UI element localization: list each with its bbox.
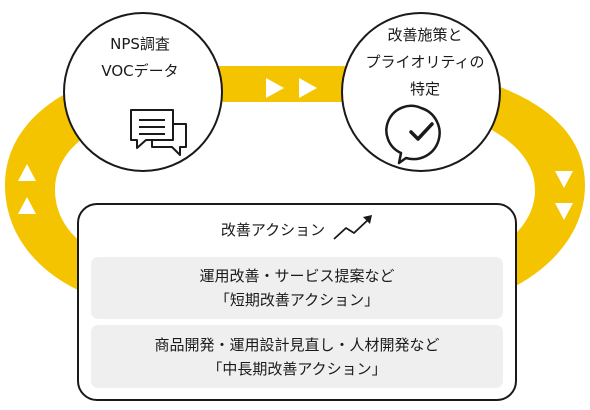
item-line1: 運用改善・サービス提案など <box>199 267 395 285</box>
panel-title-text: 改善アクション <box>220 221 326 239</box>
trend-up-arrow-icon <box>333 215 372 240</box>
improvement-panel: 改善アクション 運用改善・サービス提案など 「短期改善アクション」 商品開発・運… <box>77 203 517 401</box>
up-triangle-icon <box>18 197 36 214</box>
short-term-action-item: 運用改善・サービス提案など 「短期改善アクション」 <box>91 257 503 319</box>
item-line1: 商品開発・運用設計見直し・人材開発など <box>154 336 440 354</box>
up-triangle-icon <box>18 164 36 181</box>
right-circle-line2: プライオリティの <box>365 53 485 71</box>
item-line2: 「中長期改善アクション」 <box>207 360 387 378</box>
right-triangle-icon <box>266 78 284 98</box>
down-triangle-icon <box>555 171 573 188</box>
right-circle-line3: 特定 <box>409 80 440 98</box>
panel-title: 改善アクション <box>79 215 515 240</box>
left-circle-line2: VOCデータ <box>101 62 179 80</box>
chat-bubbles-icon <box>130 109 187 156</box>
item-line2: 「短期改善アクション」 <box>214 291 380 309</box>
right-triangle-icon <box>299 78 317 98</box>
check-speech-bubble-icon <box>385 104 441 165</box>
right-circle-line1: 改善施策と <box>387 26 463 44</box>
left-circle-text: NPS調査 VOCデータ <box>80 31 200 85</box>
right-circle <box>341 12 501 172</box>
right-circle-text: 改善施策と プライオリティの 特定 <box>350 22 500 103</box>
left-circle-line1: NPS調査 <box>110 35 170 53</box>
long-term-action-item: 商品開発・運用設計見直し・人材開発など 「中長期改善アクション」 <box>91 325 503 388</box>
down-triangle-icon <box>555 203 573 220</box>
